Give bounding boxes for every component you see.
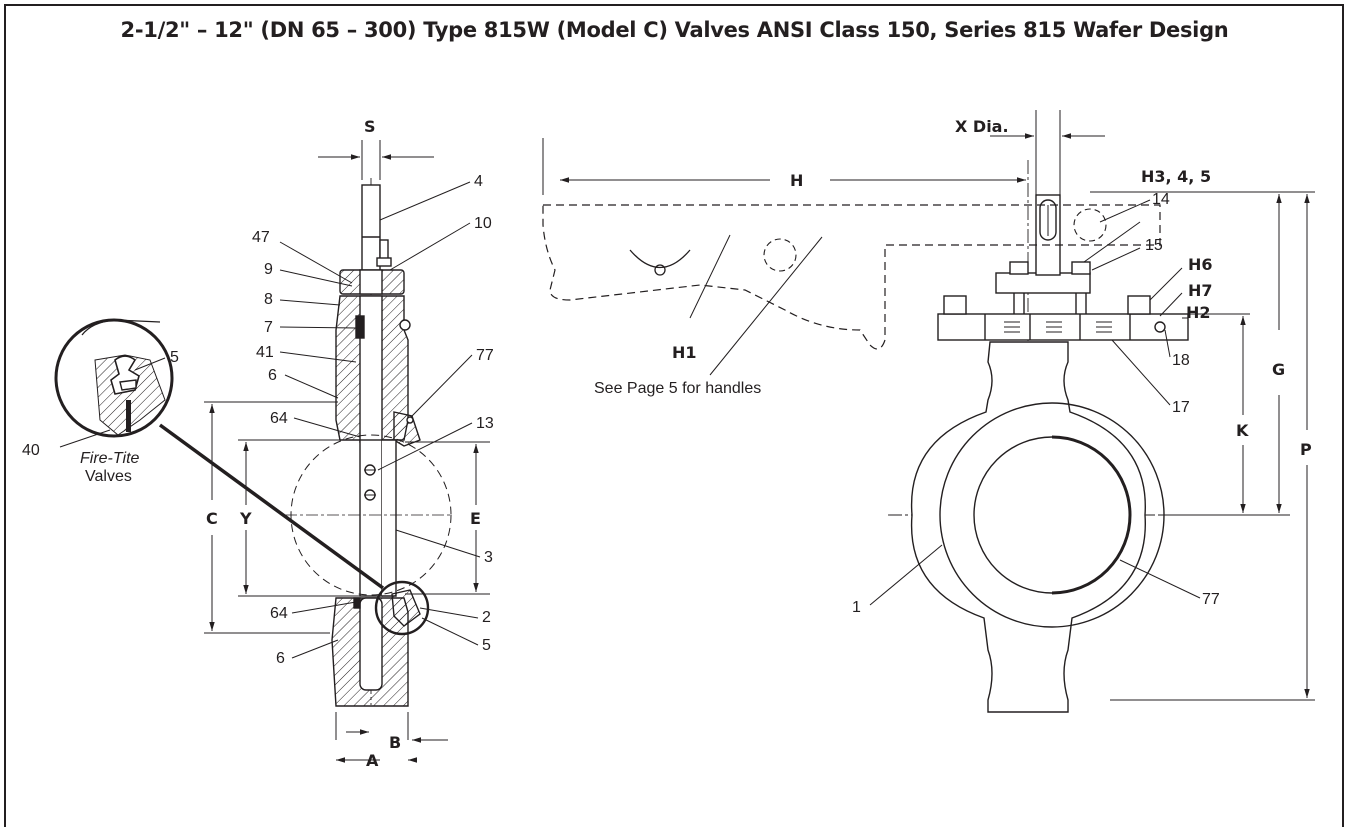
left-dimension-lines bbox=[204, 140, 490, 763]
dim-y-label: Y bbox=[239, 509, 252, 528]
dim-k-label: K bbox=[1236, 421, 1249, 440]
front-view bbox=[542, 160, 1189, 713]
dim-h-label: H bbox=[790, 171, 803, 190]
dim-h1-label: H1 bbox=[672, 343, 697, 362]
part-labels: 4 10 47 9 8 7 41 6 64 77 13 3 2 5 64 6 5… bbox=[22, 173, 1220, 667]
dim-b-label: B bbox=[389, 733, 401, 752]
part-64-upper-label: 64 bbox=[270, 410, 288, 427]
dim-p-label: P bbox=[1300, 440, 1312, 459]
part-6-lower-label: 6 bbox=[276, 650, 285, 667]
page-frame bbox=[4, 4, 1344, 827]
part-6-upper-label: 6 bbox=[268, 367, 277, 384]
part-17-label: 17 bbox=[1172, 399, 1190, 416]
part-2-label: 2 bbox=[482, 609, 491, 626]
dim-e-label: E bbox=[470, 509, 481, 528]
part-77-front-label: 77 bbox=[1202, 591, 1220, 608]
part-3-label: 3 bbox=[484, 549, 493, 566]
dim-c-label: C bbox=[206, 509, 218, 528]
dimension-labels: S C Y E B A H X Dia. G K P H1 H2 H3, 4, … bbox=[206, 117, 1312, 770]
dim-g-label: G bbox=[1272, 360, 1285, 379]
dim-h7-label: H7 bbox=[1188, 281, 1213, 300]
part-18-label: 18 bbox=[1172, 352, 1190, 369]
fire-tite-detail bbox=[54, 318, 385, 590]
part-77-side-label: 77 bbox=[476, 347, 494, 364]
right-leaders bbox=[689, 199, 1201, 606]
callout-labels: Fire-Tite Valves See Page 5 for handles bbox=[80, 380, 761, 485]
part-41-label: 41 bbox=[256, 344, 274, 361]
right-dimension-lines bbox=[542, 110, 1315, 701]
fire-tite-label: Fire-Tite bbox=[80, 450, 140, 467]
valves-label: Valves bbox=[85, 468, 132, 485]
part-9-label: 9 bbox=[264, 261, 273, 278]
dim-h2-label: H2 bbox=[1186, 303, 1211, 322]
dim-x-dia-label: X Dia. bbox=[955, 117, 1009, 136]
dim-s-label: S bbox=[364, 117, 376, 136]
side-section-view bbox=[290, 178, 452, 707]
left-leaders bbox=[59, 181, 481, 659]
part-7-label: 7 bbox=[264, 319, 273, 336]
dim-a-label: A bbox=[366, 751, 379, 770]
part-4-label: 4 bbox=[474, 173, 483, 190]
part-1-label: 1 bbox=[852, 599, 861, 616]
part-40-label: 40 bbox=[22, 442, 40, 459]
part-64-lower-label: 64 bbox=[270, 605, 288, 622]
part-15-label: 15 bbox=[1145, 237, 1163, 254]
part-47-label: 47 bbox=[252, 229, 270, 246]
part-5-lower-label: 5 bbox=[482, 637, 491, 654]
part-10-label: 10 bbox=[474, 215, 492, 232]
dim-h3-label: H3, 4, 5 bbox=[1141, 167, 1211, 186]
part-8-label: 8 bbox=[264, 291, 273, 308]
dim-h6-label: H6 bbox=[1188, 255, 1213, 274]
handles-note: See Page 5 for handles bbox=[594, 380, 761, 397]
page-title: 2-1/2" – 12" (DN 65 – 300) Type 815W (Mo… bbox=[120, 18, 1229, 42]
part-5-detail-label: 5 bbox=[170, 349, 179, 366]
part-13-label: 13 bbox=[476, 415, 494, 432]
part-14-label: 14 bbox=[1152, 191, 1170, 208]
